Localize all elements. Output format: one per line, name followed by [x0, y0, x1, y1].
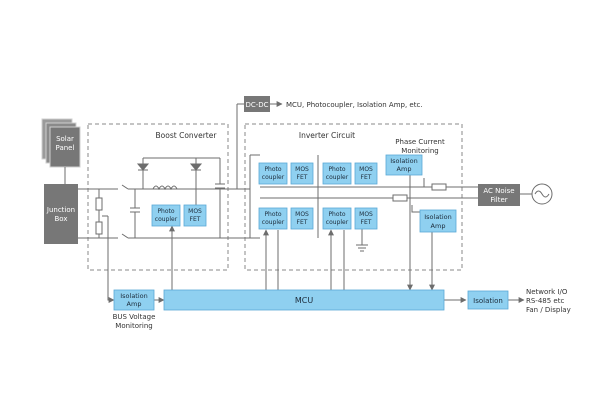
bus-voltage-label-line1: BUS Voltage	[113, 313, 156, 321]
svg-text:coupler: coupler	[326, 219, 349, 226]
svg-text:Amp: Amp	[127, 300, 142, 308]
solar-panel-label-line2: Panel	[56, 144, 75, 152]
io-label-line2: RS-485 etc	[526, 297, 564, 305]
phase-current-isolation-amp: Isolation Amp	[385, 154, 423, 176]
svg-text:MOS: MOS	[295, 211, 309, 218]
svg-text:coupler: coupler	[262, 174, 285, 181]
svg-text:Photo: Photo	[328, 211, 345, 218]
dc-dc-block: DC-DC	[244, 96, 270, 112]
inverter-mosfet-4: MOS FET	[354, 207, 378, 230]
svg-text:MOS: MOS	[359, 211, 373, 218]
junction-box-label-line2: Box	[54, 215, 67, 223]
svg-text:Photo: Photo	[328, 166, 345, 173]
svg-text:FET: FET	[190, 216, 201, 223]
io-label-line1: Network I/O	[526, 288, 568, 296]
svg-text:MOS: MOS	[295, 166, 309, 173]
svg-text:coupler: coupler	[155, 216, 178, 223]
boost-photocoupler: Photo coupler	[151, 204, 181, 227]
inverter-mosfet-3: MOS FET	[290, 207, 314, 230]
inverter-photocoupler-4: Photo coupler	[322, 207, 352, 230]
mcu-block: MCU	[163, 289, 445, 311]
lower-isolation-amp: Isolation Amp	[419, 209, 457, 233]
isolation-block: Isolation	[467, 290, 509, 310]
inverter-circuit-region	[244, 123, 463, 271]
svg-text:Photo: Photo	[264, 166, 281, 173]
inverter-photocoupler-1: Photo coupler	[258, 162, 288, 185]
svg-text:MOS: MOS	[359, 166, 373, 173]
boost-mosfet: MOS FET	[183, 204, 207, 227]
svg-text:Isolation: Isolation	[390, 157, 418, 165]
inverter-photocoupler-3: Photo coupler	[258, 207, 288, 230]
svg-text:Isolation: Isolation	[473, 297, 503, 305]
inverter-photocoupler-2: Photo coupler	[322, 162, 352, 185]
junction-box-label-line1: Junction	[46, 206, 75, 214]
svg-text:FET: FET	[361, 219, 372, 226]
svg-text:coupler: coupler	[262, 219, 285, 226]
svg-text:Amp: Amp	[431, 222, 446, 230]
svg-text:coupler: coupler	[326, 174, 349, 181]
svg-text:FET: FET	[297, 174, 308, 181]
svg-text:Photo: Photo	[264, 211, 281, 218]
bus-voltage-label-line2: Monitoring	[115, 322, 152, 330]
phase-current-title-line1: Phase Current	[395, 138, 445, 146]
svg-text:FET: FET	[297, 219, 308, 226]
power-lines	[78, 101, 532, 303]
dc-dc-output-text: MCU, Photocoupler, Isolation Amp, etc.	[286, 101, 423, 109]
solar-panel-label-line1: Solar	[56, 135, 74, 143]
solar-panel: Solar Panel	[41, 118, 81, 168]
ac-source-icon	[531, 183, 553, 205]
svg-text:MOS: MOS	[188, 208, 202, 215]
svg-text:Filter: Filter	[490, 196, 507, 204]
svg-text:Isolation: Isolation	[120, 292, 148, 300]
svg-text:FET: FET	[361, 174, 372, 181]
inverter-mosfet-2: MOS FET	[354, 162, 378, 185]
bus-isolation-amp: Isolation Amp	[113, 289, 155, 311]
svg-text:Photo: Photo	[157, 208, 174, 215]
svg-text:MCU: MCU	[295, 296, 313, 305]
boost-converter-title: Boost Converter	[156, 131, 218, 140]
svg-text:Isolation: Isolation	[424, 213, 452, 221]
svg-text:DC-DC: DC-DC	[245, 101, 268, 109]
boost-converter-region	[87, 123, 229, 271]
inverter-circuit-title: Inverter Circuit	[299, 131, 355, 140]
io-label-line3: Fan / Display	[526, 306, 571, 314]
inverter-mosfet-1: MOS FET	[290, 162, 314, 185]
svg-text:Amp: Amp	[397, 165, 412, 173]
junction-box: Junction Box	[44, 184, 78, 244]
phase-current-title-line2: Monitoring	[401, 147, 438, 155]
svg-text:AC Noise: AC Noise	[483, 187, 514, 195]
ac-noise-filter: AC Noise Filter	[478, 184, 520, 206]
